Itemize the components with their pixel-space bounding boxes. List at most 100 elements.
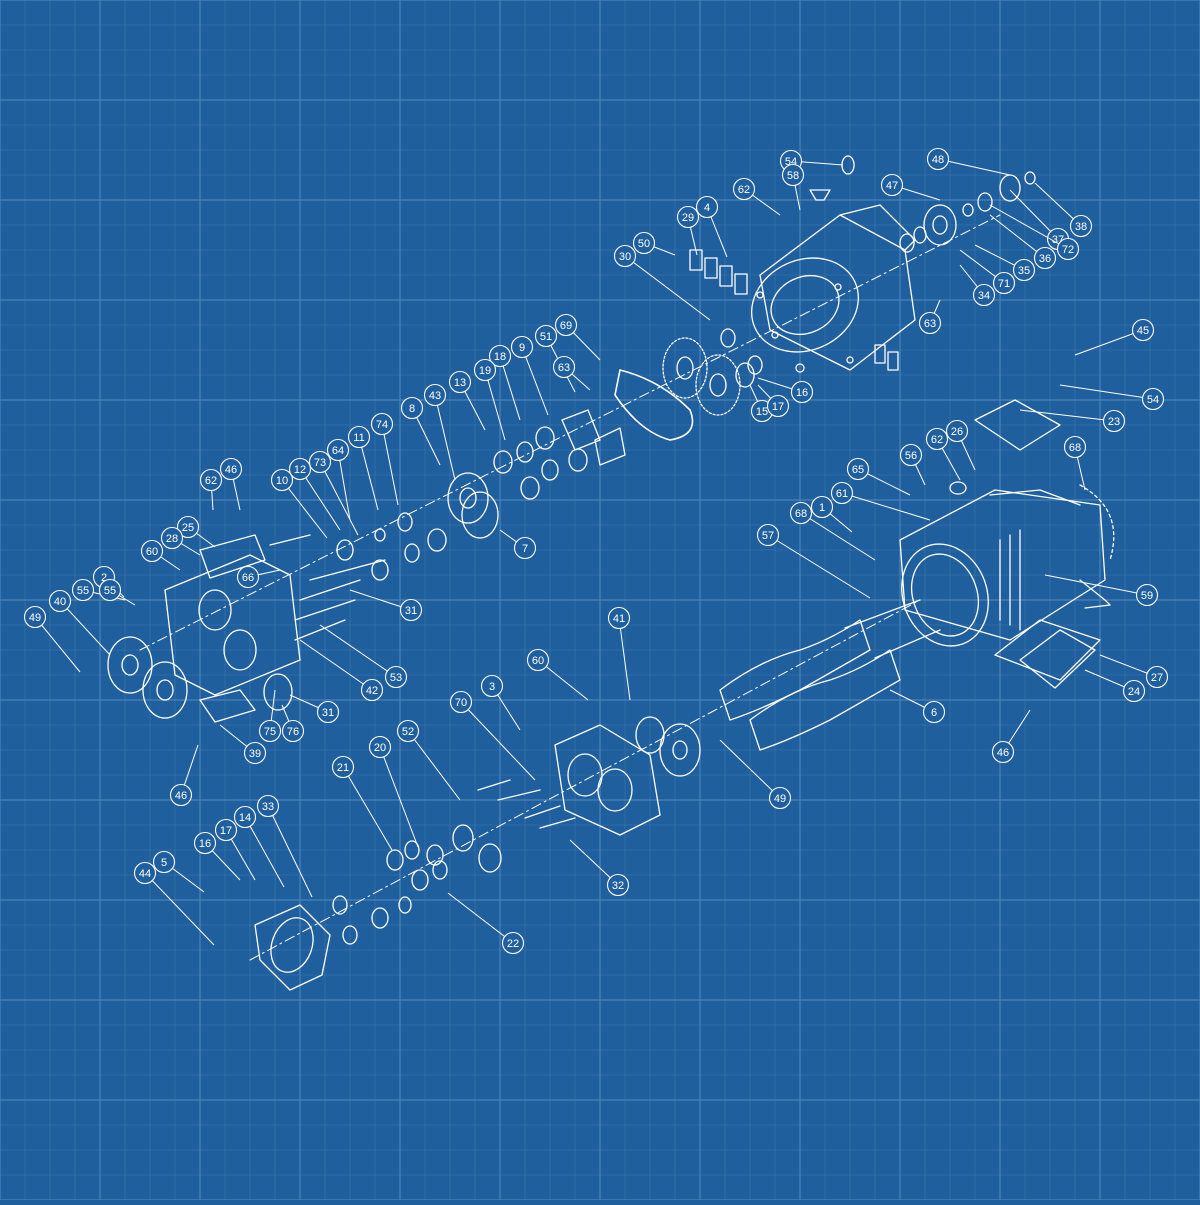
callout-bubble <box>526 648 550 672</box>
callout-bubble <box>258 719 282 743</box>
callout-55: 55 <box>71 578 126 602</box>
callout-leader-line <box>319 461 359 536</box>
head-plate <box>452 716 701 873</box>
callout-leader-line <box>244 816 285 888</box>
callout-leader-line <box>299 468 341 531</box>
callout-17: 17 <box>214 818 256 881</box>
callout-number: 20 <box>374 742 386 754</box>
callout-62: 62 <box>925 427 961 481</box>
callout-leader-line <box>267 805 313 898</box>
callout-bubble <box>922 700 946 724</box>
callout-bubble <box>830 481 854 505</box>
callout-36: 36 <box>989 214 1057 270</box>
callout-bubble <box>193 831 217 855</box>
upper-bearing-chain <box>336 369 694 581</box>
callout-number: 58 <box>787 170 799 182</box>
callout-bubble <box>925 427 949 451</box>
callout-leader-line <box>299 639 373 691</box>
callout-bubble <box>214 818 238 842</box>
callout-31: 31 <box>349 589 423 622</box>
callout-number: 46 <box>225 464 237 476</box>
callout-leader-line <box>281 479 328 539</box>
callout-72: 72 <box>989 204 1080 261</box>
callout-65: 65 <box>846 457 911 496</box>
callout-bubble <box>781 163 805 187</box>
callout-number: 73 <box>314 457 326 469</box>
callout-bubble <box>554 313 578 337</box>
callout-number: 11 <box>353 432 364 444</box>
callout-leader-line <box>358 436 379 511</box>
callout-bubble <box>176 515 200 539</box>
callout-number: 55 <box>77 585 89 597</box>
callout-51: 51 <box>534 324 576 393</box>
callout-number: 50 <box>638 238 650 250</box>
callout-bubble <box>918 311 942 335</box>
callout-bubble <box>71 578 95 602</box>
callout-bubble <box>501 931 525 955</box>
callout-23: 23 <box>1019 409 1126 433</box>
callout-number: 64 <box>332 445 344 457</box>
callout-bubble <box>281 719 305 743</box>
callout-number: 57 <box>762 530 774 542</box>
callout-70: 70 <box>449 690 536 781</box>
callout-number: 46 <box>175 790 187 802</box>
callout-9: 9 <box>510 335 549 416</box>
callout-bubble <box>233 805 257 829</box>
drive-end-plate <box>107 534 386 723</box>
rotor-pair <box>719 599 941 751</box>
callout-bubble <box>236 565 260 589</box>
callout-leader-line <box>624 255 711 321</box>
callout-number: 19 <box>479 365 491 377</box>
callout-63: 63 <box>552 355 591 391</box>
callout-17: 17 <box>757 384 790 418</box>
callout-leader-line <box>381 423 399 506</box>
callout-bubble <box>48 589 72 613</box>
callout-bubble <box>243 741 267 765</box>
callout-leader-line <box>342 766 393 851</box>
callout-number: 39 <box>249 748 261 760</box>
callout-bubble <box>972 283 996 307</box>
callout-number: 71 <box>998 278 1010 290</box>
callout-28: 28 <box>160 526 201 556</box>
callout-leader-line <box>447 892 514 944</box>
callout-44: 44 <box>133 861 215 946</box>
callout-number: 35 <box>1018 265 1030 277</box>
callout-73: 73 <box>308 450 359 536</box>
callout-bubble <box>1033 246 1057 270</box>
callout-26: 26 <box>945 419 976 471</box>
callout-71: 71 <box>959 249 1016 295</box>
callout-18: 18 <box>488 344 521 421</box>
callout-bubble <box>140 539 164 563</box>
callout-bubble <box>199 468 223 492</box>
callout-bubble <box>480 674 504 698</box>
callout-63: 63 <box>918 299 942 335</box>
callout-14: 14 <box>233 805 285 888</box>
callout-number: 59 <box>1141 590 1153 602</box>
callout-bubble <box>766 394 790 418</box>
callout-bubble <box>1131 318 1155 342</box>
callout-number: 4 <box>704 202 710 214</box>
callout-55: 55 <box>98 578 136 606</box>
callout-16: 16 <box>193 831 241 881</box>
callout-leader-line <box>521 346 549 416</box>
main-housing <box>899 399 1115 689</box>
callout-22: 22 <box>447 892 525 955</box>
callout-number: 21 <box>337 762 349 774</box>
callout-52: 52 <box>396 719 461 801</box>
callout-number: 29 <box>682 212 694 224</box>
callout-leader-line <box>337 449 351 521</box>
callout-leader-line <box>434 394 456 481</box>
callout-40: 40 <box>48 589 111 656</box>
callout-49: 49 <box>23 605 81 673</box>
callout-bubble <box>288 457 312 481</box>
callout-bubble <box>98 578 122 602</box>
callout-56: 56 <box>899 443 926 486</box>
callout-75: 75 <box>258 689 282 743</box>
callout-41: 41 <box>607 606 631 701</box>
callout-74: 74 <box>370 412 399 506</box>
callout-27: 27 <box>1099 654 1169 689</box>
callout-number: 25 <box>182 522 194 534</box>
callout-number: 23 <box>1108 416 1120 428</box>
gear-housing <box>750 204 916 373</box>
